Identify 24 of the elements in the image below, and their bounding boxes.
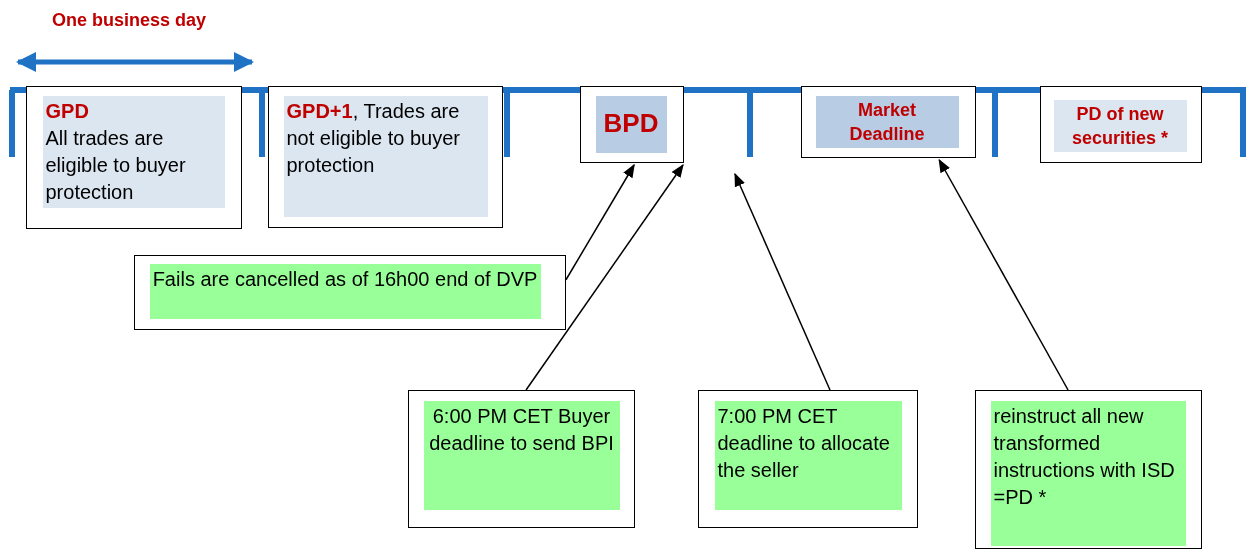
timeline-box xyxy=(408,390,635,528)
arrow xyxy=(938,158,1069,391)
date-heading: GPD xyxy=(45,98,90,124)
description-text: GPD+1, Trades are not eligible to buyer protection xyxy=(286,98,461,178)
timeline-box xyxy=(580,86,684,163)
date-heading: Market Deadline xyxy=(848,98,926,146)
note-text: Fails are cancelled as of 16h00 end of DVP xyxy=(152,266,538,292)
arrow xyxy=(525,163,684,391)
timeline-box xyxy=(1040,86,1202,163)
timeline-box xyxy=(268,86,503,228)
timeline-box xyxy=(26,86,242,229)
timeline-box xyxy=(698,390,918,528)
timeline-box xyxy=(975,390,1202,549)
timeline-box xyxy=(801,86,976,158)
arrow xyxy=(734,172,831,391)
note-text: 7:00 PM CET deadline to allocate the seller xyxy=(717,403,891,483)
duration-label: One business day xyxy=(52,10,207,31)
timeline-box xyxy=(134,255,566,330)
description-text: All trades are eligible to buyer protection xyxy=(45,125,187,205)
date-heading: BPD xyxy=(602,106,660,140)
date-heading: PD of new securities * xyxy=(1070,102,1170,150)
note-text: reinstruct all new transformed instructions with ISD =PD * xyxy=(993,403,1176,510)
arrow xyxy=(565,163,635,281)
note-text: 6:00 PM CET Buyer deadline to send BPI xyxy=(428,403,615,456)
